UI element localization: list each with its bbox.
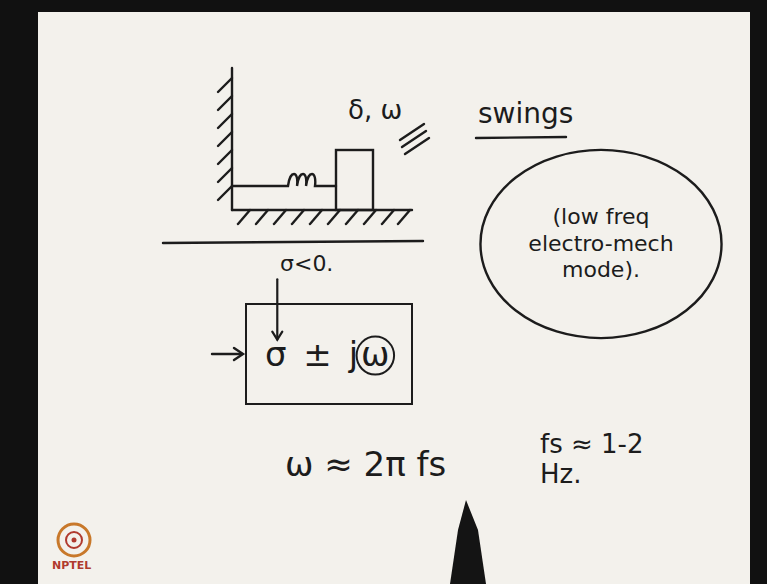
state-variables: δ, ω (348, 96, 402, 126)
ellipse-shape (480, 150, 721, 338)
heading-note: swings (478, 98, 573, 130)
frequency-equation: ω ≈ 2π fs (285, 445, 446, 484)
damping-note: σ<0. (280, 251, 333, 276)
eigenvalue-box: σ ± jω (245, 303, 413, 405)
mode-ellipse: (low freq electro-mech mode). (478, 148, 724, 340)
text-group: (low freq electro-mech mode). (521, 204, 681, 283)
underline (476, 137, 566, 138)
paper-sheet (38, 12, 750, 584)
input-arrow-head (234, 348, 243, 360)
wall-hatching (218, 78, 232, 200)
separator-line (163, 241, 423, 243)
spring-symbol (232, 174, 336, 186)
wall-line (231, 68, 233, 210)
node-text: σ ± jω (265, 334, 393, 375)
leader-arrow (272, 279, 282, 339)
emphasis-marks (400, 124, 429, 154)
logo-text: NPTEL (52, 560, 91, 573)
node-text: (low freq electro-mech mode). (521, 204, 681, 283)
ground-hatching (238, 210, 410, 224)
mass-block (336, 150, 373, 210)
pen (450, 500, 486, 584)
frequency-range: fs ≈ 1-2 Hz. (540, 430, 658, 490)
input-arrow (212, 353, 242, 355)
nptel-logo (58, 524, 90, 556)
text-group: σ ± jω (265, 334, 393, 375)
